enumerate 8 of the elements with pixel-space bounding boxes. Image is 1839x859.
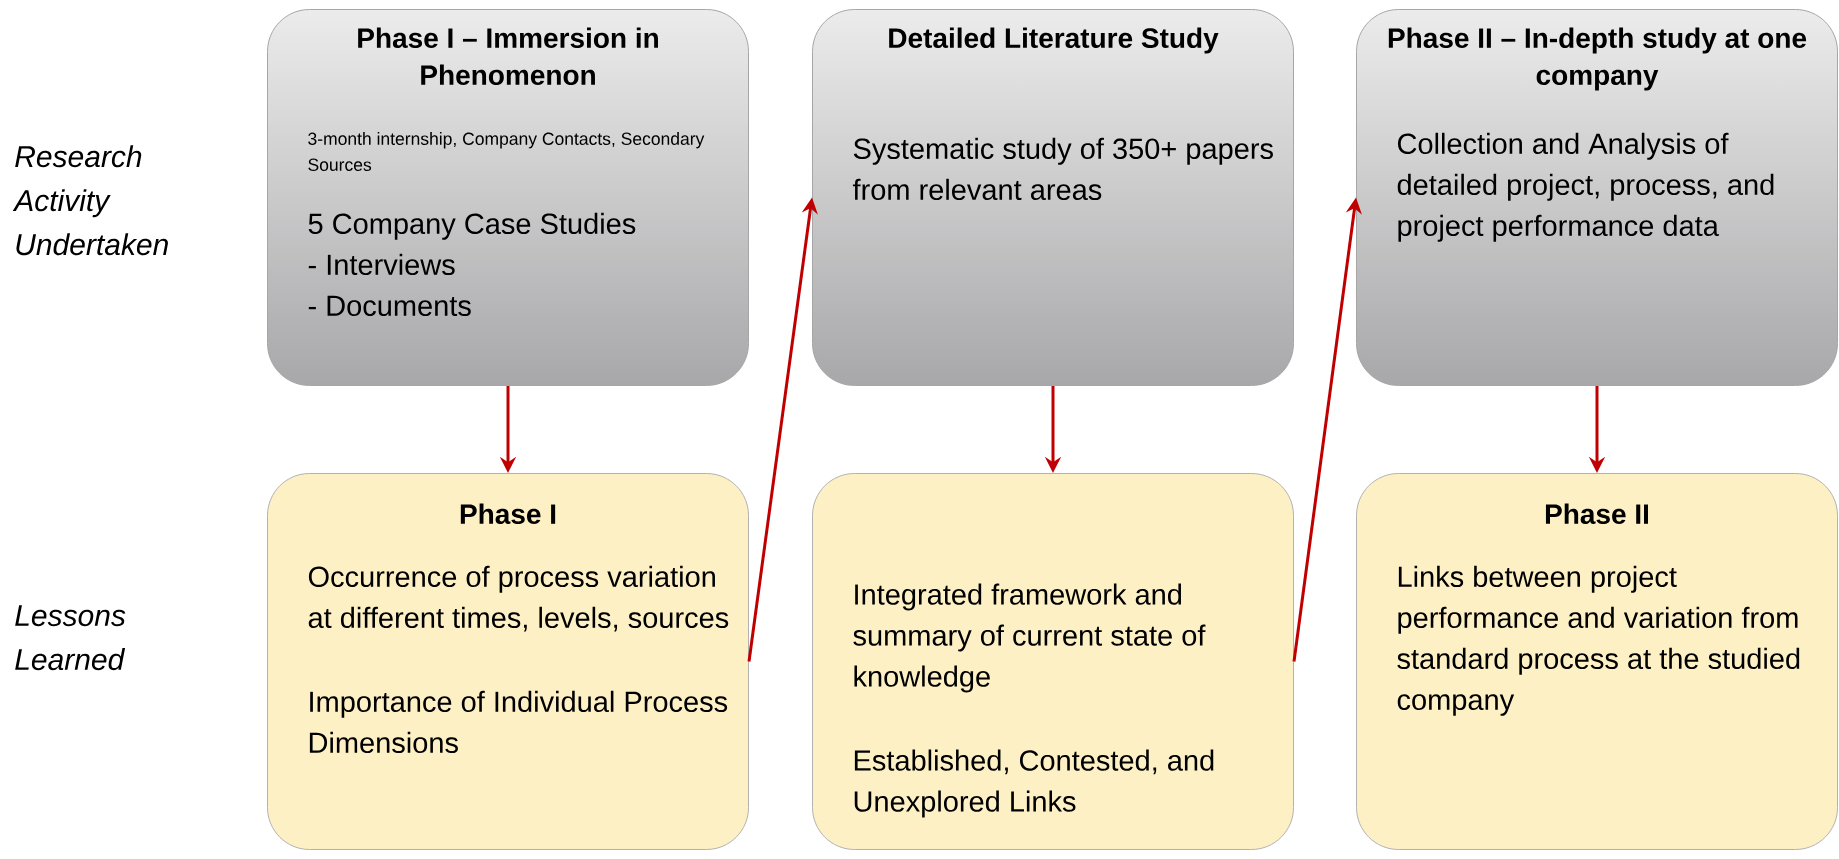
phase-box: Integrated framework and summary of current state of knowledge Established, Contested, and Unexplored Links	[812, 473, 1294, 850]
phase-box: Phase I – Immersion in Phenomenon 3-month internship, Company Contacts, Secondary Sources 5 Company Case Studies - Interviews - Documents	[267, 9, 749, 386]
phase-box: Phase II Links between project performance and variation from standard process at the studied company	[1356, 473, 1838, 850]
phase-box: Detailed Literature Study Systematic study of 350+ papers from relevant areas	[812, 9, 1294, 386]
phase-box: Phase II – In-depth study at one company Collection and Analysis of detailed project, process, and project performance data	[1356, 9, 1838, 386]
row-label: Research Activity Undertaken	[12, 145, 168, 256]
phase-box: Phase I Occurrence of process variation at different times, levels, sources Importance of Individual Process Dimensions	[267, 473, 749, 850]
row-label: Lessons Learned	[15, 605, 126, 671]
